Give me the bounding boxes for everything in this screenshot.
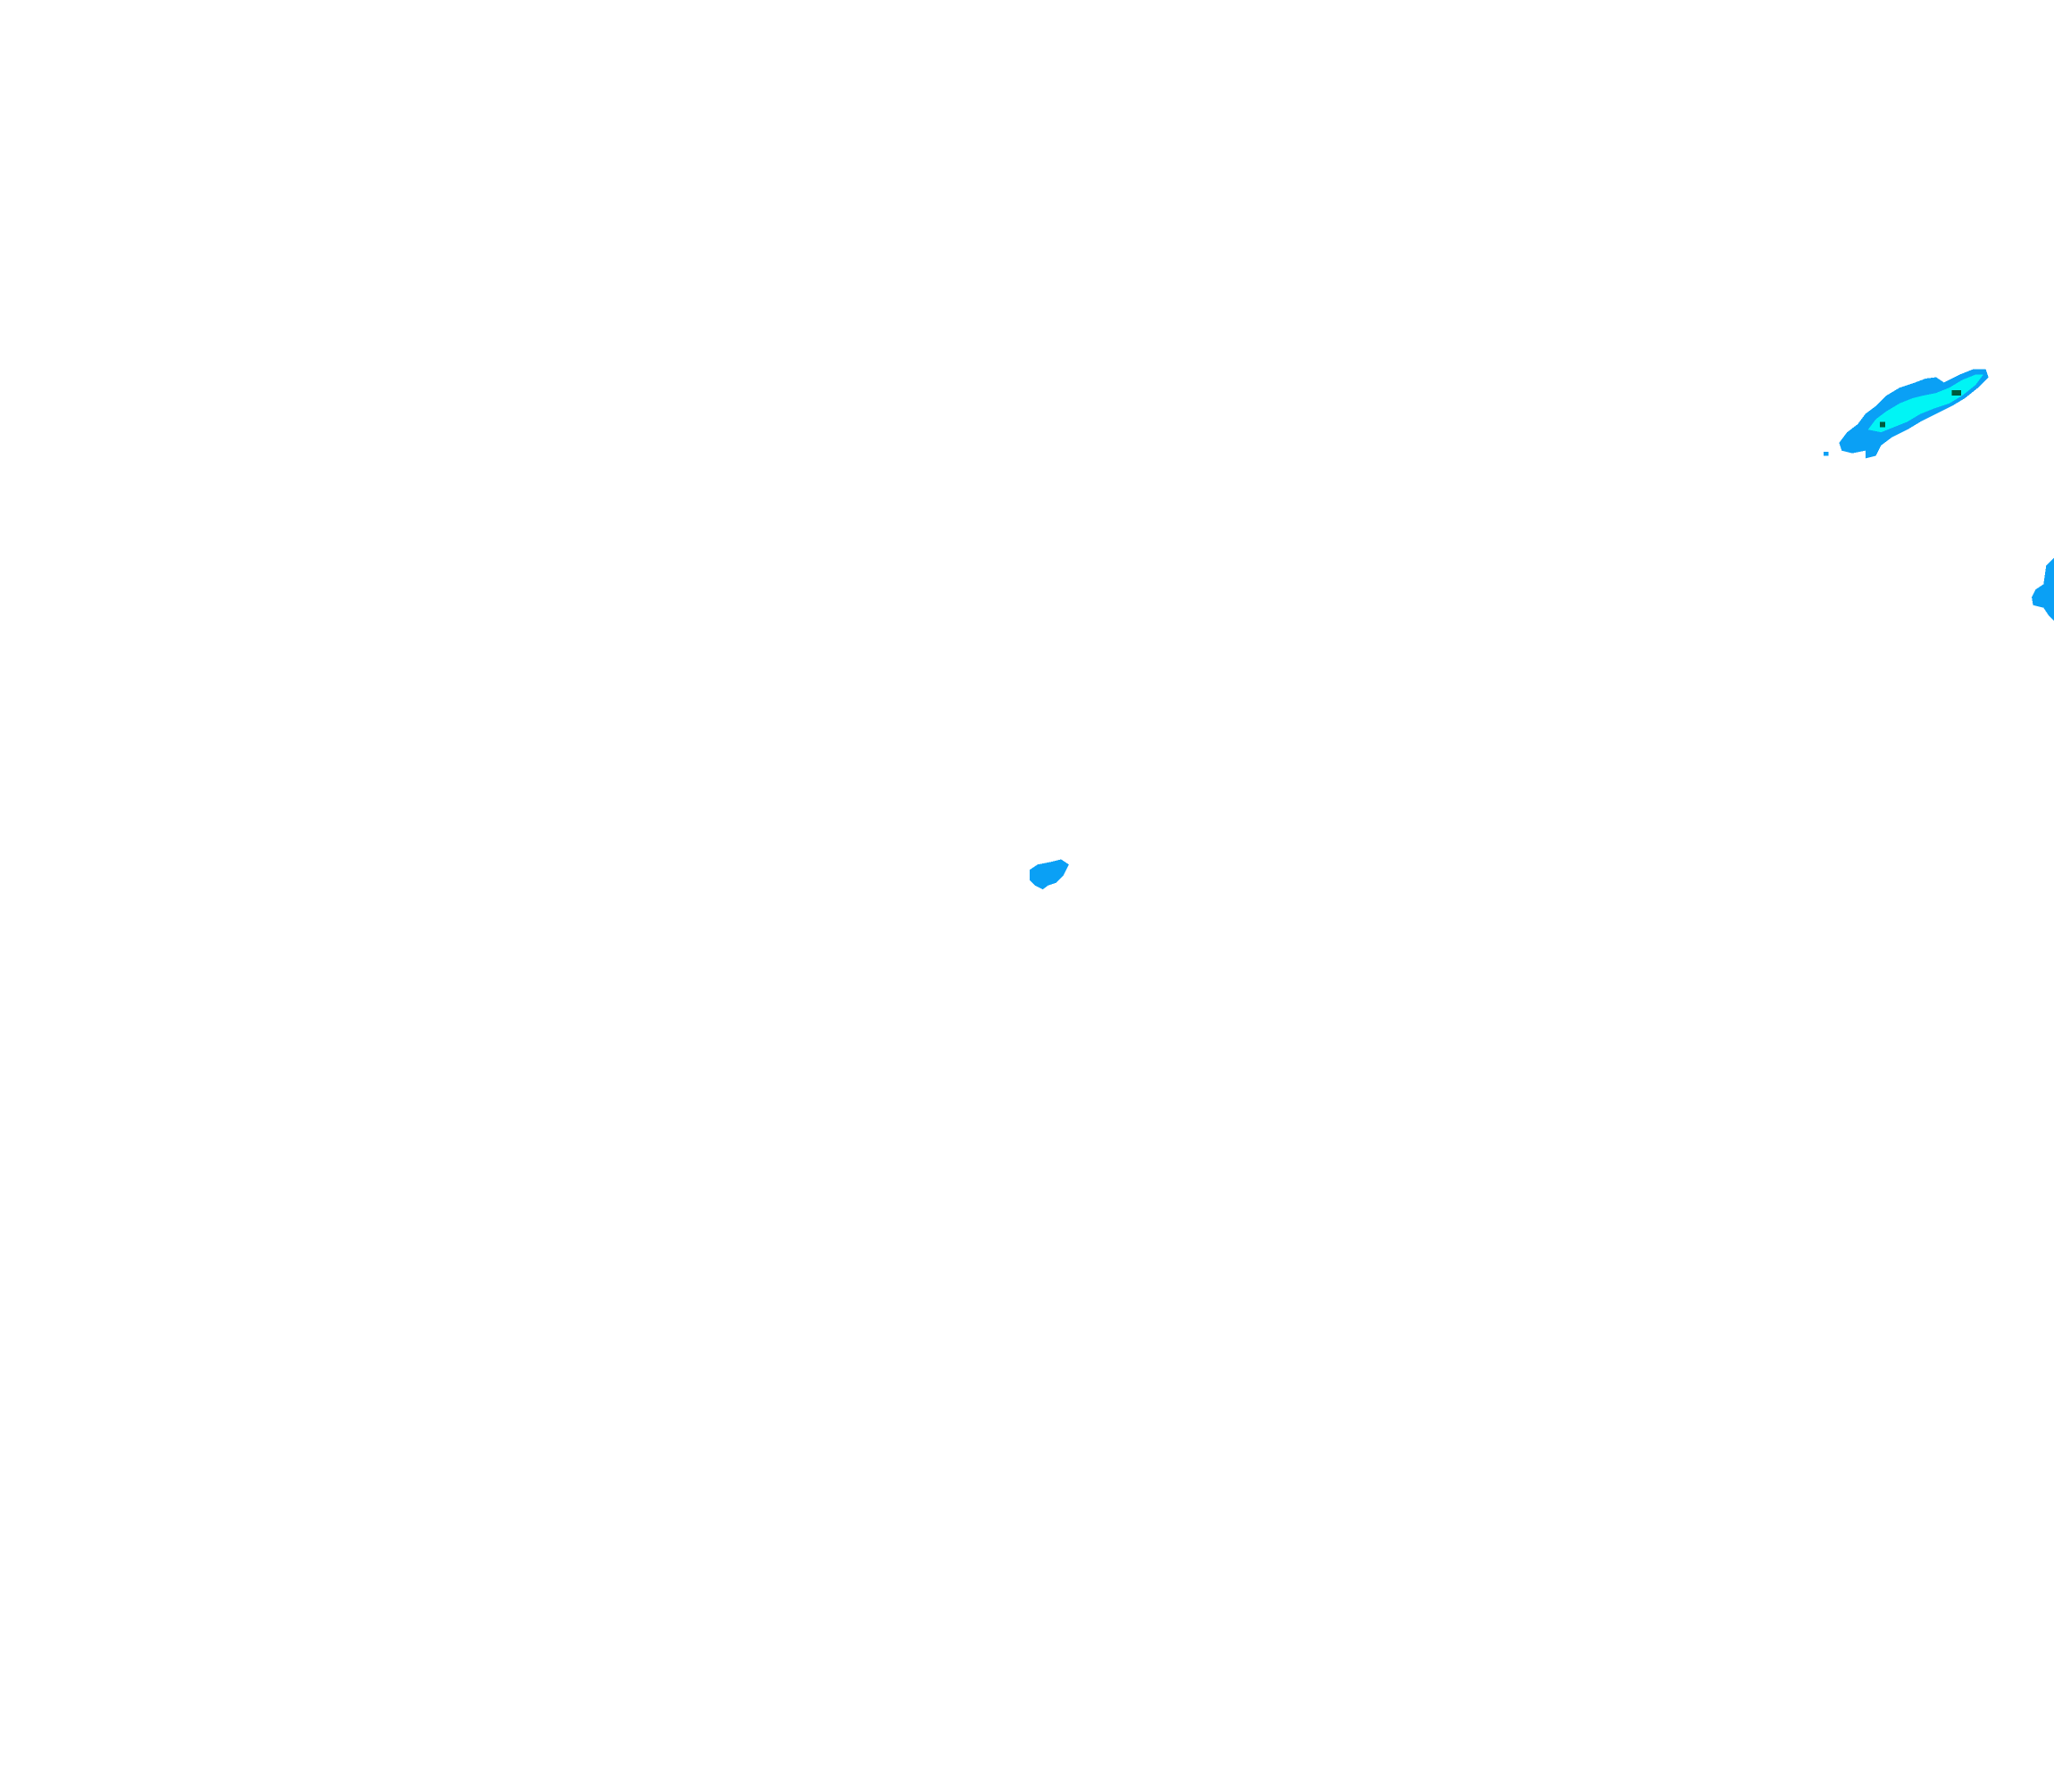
cell-fragment <box>1823 452 1829 456</box>
precipitation-cell-east-edge <box>2032 557 2054 621</box>
precipitation-cell-northeast <box>1823 369 1989 459</box>
cell-peak-marker <box>1951 390 1961 396</box>
cell-low-intensity-area <box>2032 557 2054 621</box>
precipitation-cell-center <box>1029 859 1069 890</box>
cell-high-intensity-area <box>1867 374 1983 433</box>
cell-peak-marker <box>1879 421 1885 428</box>
cell-low-intensity-area <box>1029 859 1069 890</box>
